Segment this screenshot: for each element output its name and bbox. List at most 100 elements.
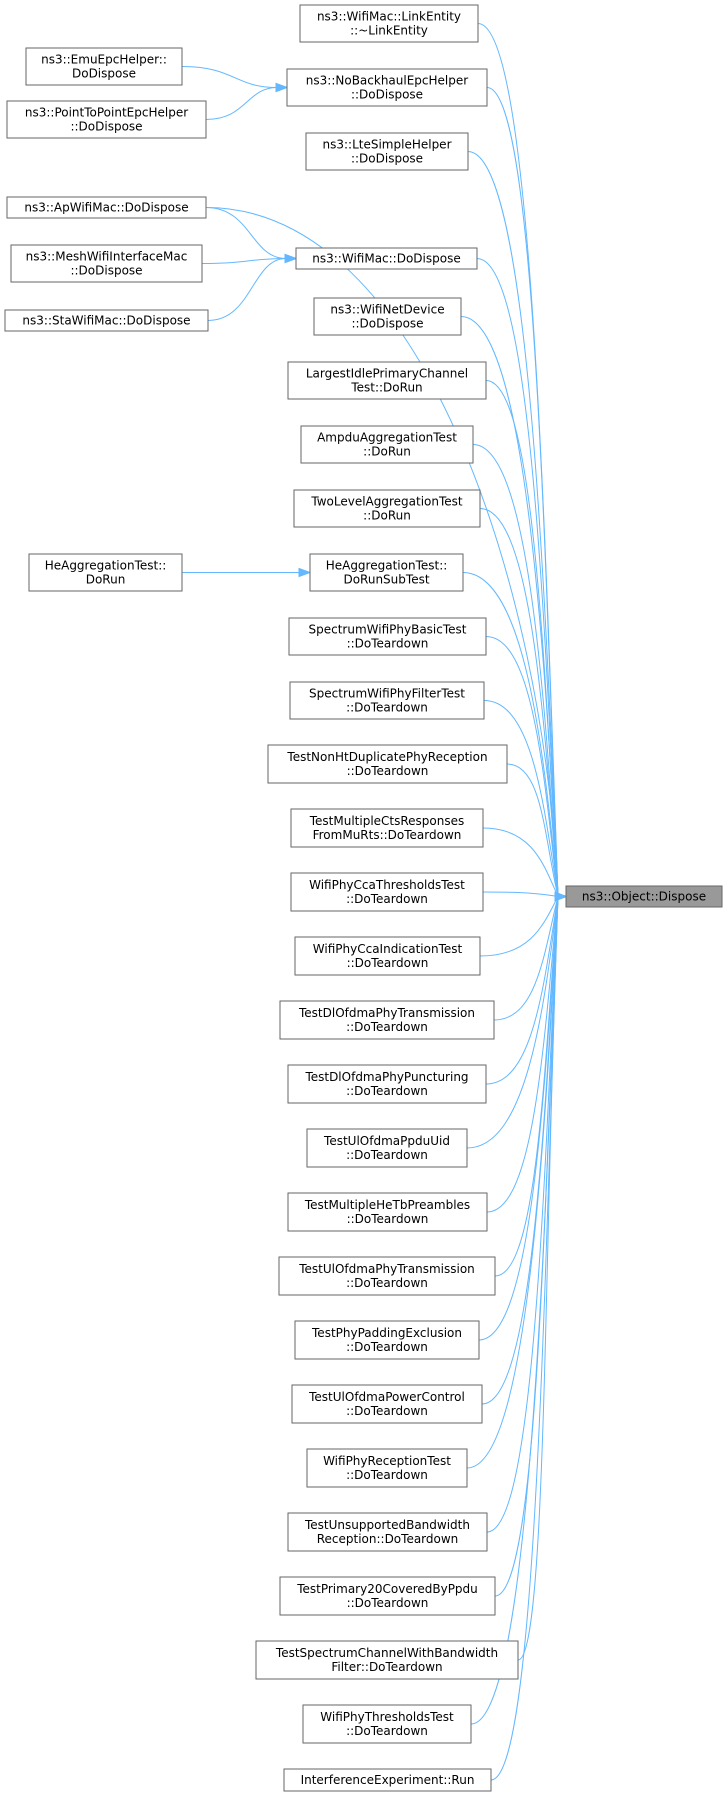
node-label-line: ns3::WifiMac::DoDispose: [312, 252, 460, 266]
node-box: [290, 808, 484, 848]
node-label-line: ::DoDispose: [351, 88, 423, 102]
node-label-line: TestMultipleCtsResponses: [309, 814, 465, 828]
edge-line: [181, 66, 278, 88]
node-box: [6, 196, 207, 219]
arrowhead-icon: [275, 82, 289, 93]
node-label-line: HeAggregationTest::: [326, 559, 448, 573]
edge-n12-to-root: [472, 444, 568, 902]
node-label-line: ::~LinkEntity: [350, 24, 428, 38]
node-label-line: TwoLevelAggregationTest: [310, 495, 463, 509]
caller-node-n5[interactable]: ns3::LteSimpleHelper::DoDispose: [305, 132, 469, 171]
nodes-layer: ns3::Object::Dispose ns3::WifiMac::LinkEn…: [4, 4, 723, 1792]
node-box: [309, 553, 464, 592]
node-box: [291, 1384, 483, 1424]
node-box: [293, 489, 481, 528]
edge-line: [470, 896, 559, 1725]
node-box: [4, 309, 209, 332]
node-box: [302, 1704, 472, 1744]
caller-node-n20[interactable]: WifiPhyCcaThresholdsTest::DoTeardown: [290, 872, 484, 912]
node-label-line: HeAggregationTest::: [45, 559, 167, 573]
node-label-line: Reception::DoTeardown: [317, 1532, 459, 1546]
node-box: [300, 425, 474, 464]
caller-node-n9[interactable]: ns3::StaWifiMac::DoDispose: [4, 309, 209, 332]
node-label-line: ::DoTeardown: [346, 1468, 428, 1482]
caller-node-n23[interactable]: TestDlOfdmaPhyPuncturing::DoTeardown: [287, 1064, 487, 1104]
node-box: [306, 1448, 468, 1488]
root-node-object-dispose[interactable]: ns3::Object::Dispose: [565, 885, 723, 908]
caller-node-n8[interactable]: ns3::MeshWifiInterfaceMac::DoDispose: [10, 244, 203, 283]
node-box: [306, 1128, 468, 1168]
node-box: [287, 361, 487, 400]
node-label-line: TestUlOfdmaPpduUid: [323, 1134, 450, 1148]
edge-line: [483, 700, 559, 897]
caller-node-n22[interactable]: TestDlOfdmaPhyTransmission::DoTeardown: [279, 1000, 495, 1040]
caller-node-n30[interactable]: TestUnsupportedBandwidthReception::DoTea…: [287, 1512, 488, 1552]
node-box: [287, 1192, 488, 1232]
node-box: [267, 744, 508, 784]
node-box: [279, 1000, 495, 1040]
caller-node-n28[interactable]: TestUlOfdmaPowerControl::DoTeardown: [291, 1384, 483, 1424]
caller-node-n7[interactable]: ns3::ApWifiMac::DoDispose: [6, 196, 207, 219]
node-label-line: ns3::LteSimpleHelper: [323, 138, 452, 152]
edges-layer: [181, 23, 568, 1781]
caller-node-n21[interactable]: WifiPhyCcaIndicationTest::DoTeardown: [294, 936, 481, 976]
caller-node-n18[interactable]: TestNonHtDuplicatePhyReception::DoTeardo…: [267, 744, 508, 784]
node-label-line: TestUlOfdmaPowerControl: [308, 1390, 465, 1404]
node-box: [290, 872, 484, 912]
node-box: [279, 1576, 496, 1616]
caller-node-n14[interactable]: HeAggregationTest::DoRunSubTest: [309, 553, 464, 592]
caller-node-n17[interactable]: SpectrumWifiPhyFilterTest::DoTeardown: [289, 681, 485, 720]
caller-node-n1[interactable]: ns3::WifiMac::LinkEntity::~LinkEntity: [299, 4, 479, 43]
caller-node-n16[interactable]: SpectrumWifiPhyBasicTest::DoTeardown: [288, 617, 487, 656]
node-label-line: ::DoTeardown: [346, 1724, 428, 1738]
node-box: [294, 936, 481, 976]
node-box: [313, 297, 462, 336]
edge-line: [462, 572, 559, 897]
edge-n31-to-root: [494, 891, 568, 1597]
node-label-line: ::DoDispose: [351, 317, 423, 331]
caller-node-n24[interactable]: TestUlOfdmaPpduUid::DoTeardown: [306, 1128, 468, 1168]
node-box: [287, 1512, 488, 1552]
caller-node-n26[interactable]: TestUlOfdmaPhyTransmission::DoTeardown: [278, 1256, 496, 1296]
caller-node-n2[interactable]: ns3::NoBackhaulEpcHelper::DoDispose: [286, 68, 488, 107]
caller-node-n19[interactable]: TestMultipleCtsResponsesFromMuRts::DoTea…: [290, 808, 484, 848]
node-box: [286, 68, 488, 107]
caller-node-n12[interactable]: AmpduAggregationTest::DoRun: [300, 425, 474, 464]
caller-node-n25[interactable]: TestMultipleHeTbPreambles::DoTeardown: [287, 1192, 488, 1232]
node-label-line: ns3::WifiNetDevice: [330, 303, 444, 317]
edge-line: [506, 763, 559, 897]
node-label-line: SpectrumWifiPhyBasicTest: [309, 623, 467, 637]
edge-line: [485, 380, 559, 897]
caller-node-n34[interactable]: InterferenceExperiment::Run: [283, 1768, 492, 1792]
caller-node-n15[interactable]: HeAggregationTest::DoRun: [28, 553, 183, 592]
caller-node-n27[interactable]: TestPhyPaddingExclusion::DoTeardown: [294, 1320, 480, 1360]
caller-node-n32[interactable]: TestSpectrumChannelWithBandwidthFilter::…: [255, 1640, 519, 1680]
node-label-line: WifiPhyThresholdsTest: [320, 1710, 454, 1724]
node-box: [278, 1256, 496, 1296]
caller-node-n6[interactable]: ns3::WifiMac::DoDispose: [295, 247, 478, 270]
caller-node-n4[interactable]: ns3::PointToPointEpcHelper::DoDispose: [6, 100, 207, 139]
node-label-line: ns3::PointToPointEpcHelper: [25, 106, 188, 120]
node-box: [283, 1768, 492, 1792]
edge-line: [205, 207, 287, 259]
caller-node-n33[interactable]: WifiPhyThresholdsTest::DoTeardown: [302, 1704, 472, 1744]
node-label-line: ns3::StaWifiMac::DoDispose: [22, 314, 190, 328]
caller-node-n10[interactable]: ns3::WifiNetDevice::DoDispose: [313, 297, 462, 336]
edge-line: [476, 258, 559, 897]
caller-node-n13[interactable]: TwoLevelAggregationTest::DoRun: [293, 489, 481, 528]
node-label-line: ns3::EmuEpcHelper::: [41, 53, 167, 67]
node-box: [288, 617, 487, 656]
edge-line: [485, 636, 559, 897]
node-label-line: ::DoDispose: [70, 264, 142, 278]
node-label-line: DoRunSubTest: [343, 573, 429, 587]
caller-node-n29[interactable]: WifiPhyReceptionTest::DoTeardown: [306, 1448, 468, 1488]
caller-node-n3[interactable]: ns3::EmuEpcHelper::DoDispose: [25, 47, 183, 86]
caller-node-n31[interactable]: TestPrimary20CoveredByPpdu::DoTeardown: [279, 1576, 496, 1616]
edge-line: [479, 508, 559, 897]
node-label-line: ::DoTeardown: [346, 1148, 428, 1162]
node-label-line: TestSpectrumChannelWithBandwidth: [275, 1646, 498, 1660]
node-label-line: TestDlOfdmaPhyTransmission: [298, 1006, 475, 1020]
edge-n9-to-n6: [207, 253, 298, 321]
